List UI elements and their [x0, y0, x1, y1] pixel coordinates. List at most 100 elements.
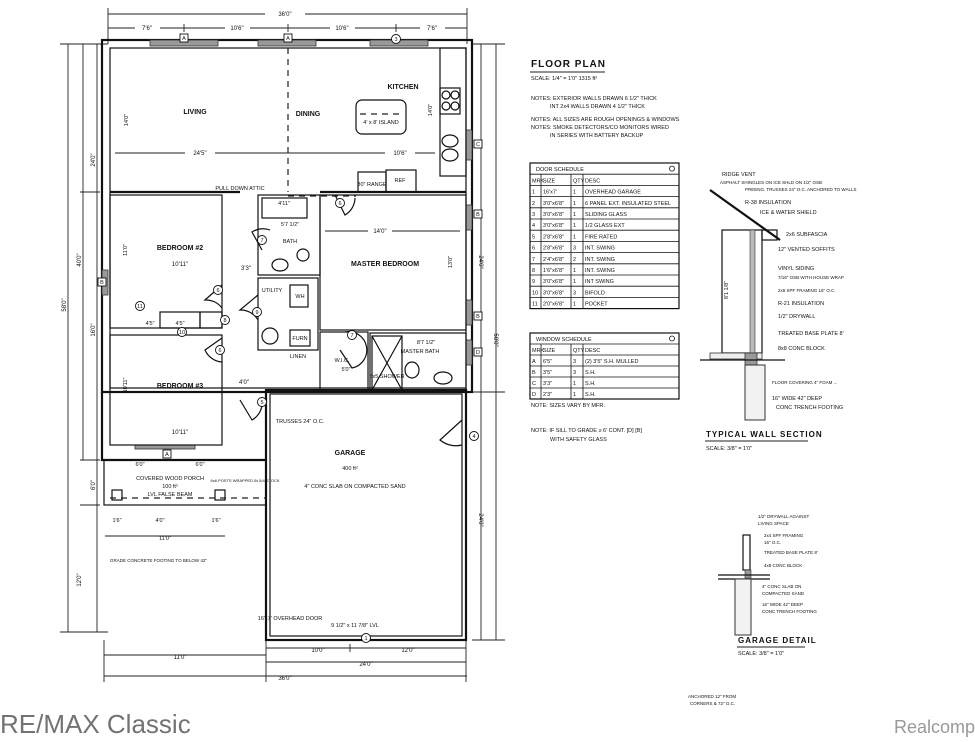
gd-label: COMPACTED SAND — [762, 591, 805, 596]
porch-area: 100 ft² — [162, 484, 178, 490]
schedule-cell: 3 — [573, 370, 576, 376]
doors — [203, 194, 463, 447]
wall-section-scale: SCALE: 3/8" = 1'0" — [706, 446, 752, 452]
dim-hall2: 4'0" — [239, 380, 249, 386]
schedule-cell: 9 — [532, 279, 535, 285]
realcomp-watermark: Realcomp — [893, 717, 975, 737]
trusses-label: TRUSSES 24" O.C. — [276, 419, 325, 425]
dim-porch-d: 1'6" — [112, 518, 121, 524]
dim-bed3-width: 10'11" — [172, 430, 188, 436]
dim-closet1: 4'5" — [145, 321, 154, 327]
dim-bottom-g2: 12'0" — [401, 648, 414, 654]
schedule-header: DESC — [585, 348, 600, 354]
dim-master-depth: 13'0" — [448, 256, 454, 268]
garage-area: 400 ft² — [342, 466, 358, 472]
interior-walls — [109, 48, 467, 446]
room-bedroom-3: BEDROOM #3 — [157, 383, 203, 390]
schedule-cell: 1 — [573, 223, 576, 229]
dim-bed2-width: 10'11" — [172, 262, 188, 268]
schedule-cell: 6 — [532, 246, 535, 252]
ws-label: 2x6 SUBFASCIA — [786, 232, 828, 238]
room-kitchen: KITCHEN — [387, 84, 418, 91]
right-dimensions: 58'0" 24'0" 24'0" — [472, 43, 505, 641]
gd-label: 16" O.C. — [764, 540, 781, 545]
dim-bottom-left: 11'0" — [174, 655, 187, 661]
dim-top-1: 7'6" — [142, 26, 152, 32]
dim-right-garage: 24'0" — [477, 513, 483, 526]
schedule-cell: 2'8"x6'8" — [543, 234, 564, 240]
gd-label: LIVING SPACE — [758, 521, 789, 526]
garage-detail: 1/2" DRYWALL AGAINST LIVING SPACE 2x4 SP… — [688, 514, 818, 706]
dim-top-2: 10'6" — [230, 26, 243, 32]
schedule-cell: 3 — [573, 359, 576, 365]
top-dimensions: 36'0" 7'6" 10'6" 10'6" 7'6" — [107, 8, 468, 44]
schedule-cell: POCKET — [585, 302, 608, 308]
schedule-cell: 1 — [573, 212, 576, 218]
refrigerator-label: REF — [395, 178, 407, 184]
schedule-cell: 1 — [532, 190, 535, 196]
schedule-cell: 2'3" — [543, 392, 552, 398]
ws-label: VINYL SIDING — [778, 266, 814, 272]
schedule-cell: 1'6"x6'8" — [543, 268, 564, 274]
schedule-header: SIZE — [543, 348, 556, 354]
left-dimensions: 58'0" 40'0" 24'0" 16'0" 6'0" 12'0" — [60, 43, 108, 633]
schedule-cell: 2 — [573, 257, 576, 263]
door-tag-6: 6 — [218, 348, 221, 354]
schedule-cell: 3 — [532, 212, 535, 218]
shower-label: 5x5 SHOWER — [369, 374, 404, 380]
dim-kitchen-depth: 14'0" — [428, 104, 434, 116]
schedule-cell: 1 — [573, 268, 576, 274]
ws-label: 8x8 CONC BLOCK — [778, 346, 825, 352]
ws-label: ICE & WATER SHIELD — [760, 210, 817, 216]
attic-label: PULL DOWN ATTIC — [215, 186, 264, 192]
gd-label: 2x4 SPF FRAMING — [764, 533, 804, 538]
schedule-header: SIZE — [543, 178, 556, 184]
door-tag-7: 7 — [350, 333, 353, 339]
dim-top-3: 10'6" — [335, 26, 348, 32]
porch-footing-note: GRADE CONCRETE FOOTING TO BELOW 42" — [110, 558, 207, 563]
schedule-cell: 16'x7' — [543, 190, 557, 196]
schedule-cell: 7 — [532, 257, 535, 263]
schedule-cell: INT. SWING — [585, 246, 615, 252]
schedule-cell: S.H. — [585, 370, 596, 376]
schedule-cell: 3'0"x6'8" — [543, 212, 564, 218]
room-utility: UTILITY — [262, 288, 283, 294]
gd-label: TREATED BASE PLATE 8' — [764, 550, 818, 555]
ws-label: PREENG. TRUSSES 24" O.C. ANCHORED TO WAL… — [745, 187, 856, 192]
door-tag-9: 9 — [255, 310, 258, 316]
ws-label: 12" VENTED SOFFITS — [778, 247, 835, 253]
door-tag-6: 6 — [338, 201, 341, 207]
window-egress-note: NOTE: IF SILL TO GRADE ≥ 6' CONT. [D] [B… — [531, 428, 642, 434]
dim-bath-width: 5'7 1/2" — [281, 222, 299, 228]
ws-label: R-21 INSULATION — [778, 301, 824, 307]
room-wic: W.I.C. — [335, 358, 350, 364]
ws-label: R-38 INSULATION — [745, 200, 791, 206]
schedule-header: QTY — [573, 178, 585, 184]
ws-label: 7/16" OSB WITH HOUSE WRAP — [778, 275, 844, 280]
garage-detail-title: GARAGE DETAIL — [738, 636, 817, 645]
dim-porch-a: 6'0" — [135, 462, 144, 468]
note-2b: NOTES: SMOKE DETECTORS/CO MONITORS WIRED — [531, 125, 669, 131]
room-porch: COVERED WOOD PORCH — [136, 476, 204, 482]
ws-label: TREATED BASE PLATE 8' — [778, 331, 844, 337]
note-2c: IN SERIES WITH BATTERY BACKUP — [550, 133, 644, 139]
room-master-bedroom: MASTER BEDROOM — [351, 261, 419, 268]
schedule-cell: C — [532, 381, 536, 387]
schedule-header: MRK — [532, 178, 545, 184]
gd-label: 1/2" DRYWALL AGAINST — [758, 514, 809, 519]
window-tag-d: D — [476, 350, 480, 356]
wall-height: 8'1 1/8" — [724, 281, 730, 299]
room-dining: DINING — [296, 111, 321, 118]
dim-living-width: 24'5" — [193, 151, 206, 157]
dim-bed2-depth: 11'0" — [123, 244, 129, 256]
room-master-bath: MASTER BATH — [401, 349, 440, 355]
schedule-marker-icon — [669, 165, 675, 172]
dim-bottom-garage: 24'0" — [359, 662, 372, 668]
note-1b: INT 2x4 WALLS DRAWN 4 1/2" THICK — [550, 104, 645, 110]
range-label: 30" RANGE — [357, 182, 386, 188]
schedule-header: DESC — [585, 178, 600, 184]
porch-beam: LVL FALSE BEAM — [148, 492, 193, 498]
dim-bottom-overall: 36'0" — [278, 676, 291, 682]
gd-label: 4" CONC SLAB ON — [762, 584, 801, 589]
